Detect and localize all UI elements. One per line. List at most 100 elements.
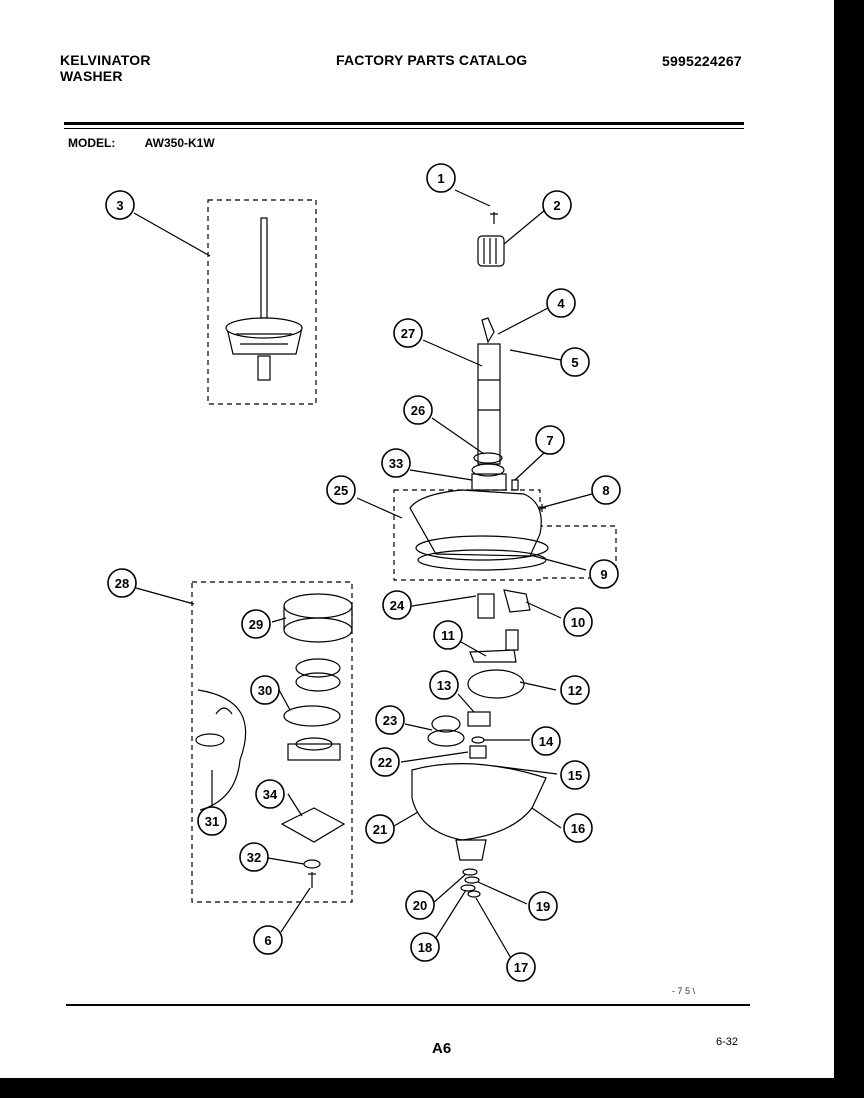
callout-label-25: 25 [334,483,348,498]
callout-13 [429,670,459,700]
callout-label-24: 24 [390,598,405,613]
callout-32 [239,842,269,872]
part-23-pinion-gear [427,715,465,747]
callout-label-10: 10 [571,615,585,630]
part-22-gear [469,745,487,759]
leader-12 [519,681,557,691]
callout-label-31: 31 [205,814,219,829]
leader-5 [509,349,562,361]
callout-31 [197,806,227,836]
parts-catalog-page: KELVINATOR WASHER FACTORY PARTS CATALOG … [0,0,834,1078]
callout-9 [589,559,619,589]
callout-label-34: 34 [263,787,278,802]
assembly-box-28 [191,581,353,903]
callout-25 [326,475,356,505]
callout-1 [426,163,456,193]
callout-16 [563,813,593,843]
leader-20 [431,873,467,905]
callout-label-7: 7 [546,433,553,448]
leader-15 [493,765,558,775]
callout-28 [107,568,137,598]
callout-29 [241,609,271,639]
callout-label-20: 20 [413,898,427,913]
callout-26 [403,395,433,425]
part-29-tub-seal [283,593,353,643]
callout-23 [375,705,405,735]
callout-label-27: 27 [401,326,415,341]
callout-34 [255,779,285,809]
catalog-title: FACTORY PARTS CATALOG [336,52,528,68]
leader-18 [431,889,467,945]
part-33-bearing [471,473,507,491]
date-code: 6-32 [716,1036,739,1048]
leader-23 [404,723,433,731]
callout-label-32: 32 [247,850,261,865]
product-type: WASHER [60,68,123,84]
leader-27 [422,339,483,367]
callout-label-33: 33 [389,456,403,471]
callout-label-30: 30 [258,683,272,698]
leader-1 [454,189,491,207]
callout-label-23: 23 [383,713,397,728]
leader-8 [539,493,593,509]
leader-32 [267,857,305,865]
leader-7 [514,451,546,481]
leader-34 [287,793,303,817]
part-26-seal [471,452,505,477]
leader-30 [277,687,291,711]
leader-9 [529,554,587,571]
callout-3 [105,190,135,220]
model-row: MODEL: AW350-K1W [68,136,215,150]
leader-25 [356,497,403,519]
callout-label-2: 2 [553,198,560,213]
callout-label-6: 6 [264,933,271,948]
page-code: A6 [432,1040,452,1057]
callout-24 [382,590,412,620]
callout-21 [365,814,395,844]
callout-8 [591,475,621,505]
callout-11 [433,620,463,650]
callout-label-4: 4 [557,296,565,311]
callout-17 [506,952,536,982]
callout-label-16: 16 [571,821,585,836]
part-34-plate [280,807,346,843]
callout-label-9: 9 [600,567,607,582]
leader-24 [411,595,477,607]
callout-label-28: 28 [115,576,129,591]
callout-2 [542,190,572,220]
callout-22 [370,747,400,777]
leader-26 [431,417,485,455]
part-9-gasket [417,549,547,571]
callout-30 [250,675,280,705]
model-number: AW350-K1W [144,136,215,150]
leader-33 [409,469,473,481]
callout-5 [560,347,590,377]
callout-label-5: 5 [571,355,578,370]
part-32-washer [303,859,321,869]
leader-19 [477,881,528,905]
leader-4 [497,307,549,335]
callout-20 [405,890,435,920]
header-rule-thick [64,122,744,125]
part-30-o-ring [283,705,341,727]
callout-14 [531,726,561,756]
part-7-pin [511,479,519,491]
callout-label-14: 14 [539,734,554,749]
callout-12 [560,675,590,705]
part-3-agitator-shaft-assembly [225,217,303,381]
brand-name: KELVINATOR [60,52,151,68]
leader-16 [531,807,562,829]
part-18-bearing [460,884,476,892]
leader-10 [525,601,562,619]
callout-label-1: 1 [437,171,444,186]
callout-label-3: 3 [116,198,123,213]
part-24-pinion [477,593,495,619]
callout-27 [393,318,423,348]
callout-label-8: 8 [602,483,609,498]
part-27-drive-shaft [477,317,501,465]
leader-22 [400,751,469,763]
callout-label-21: 21 [373,822,387,837]
part-31c-hub [287,737,341,761]
model-label: MODEL: [68,136,116,150]
callout-label-15: 15 [568,768,582,783]
